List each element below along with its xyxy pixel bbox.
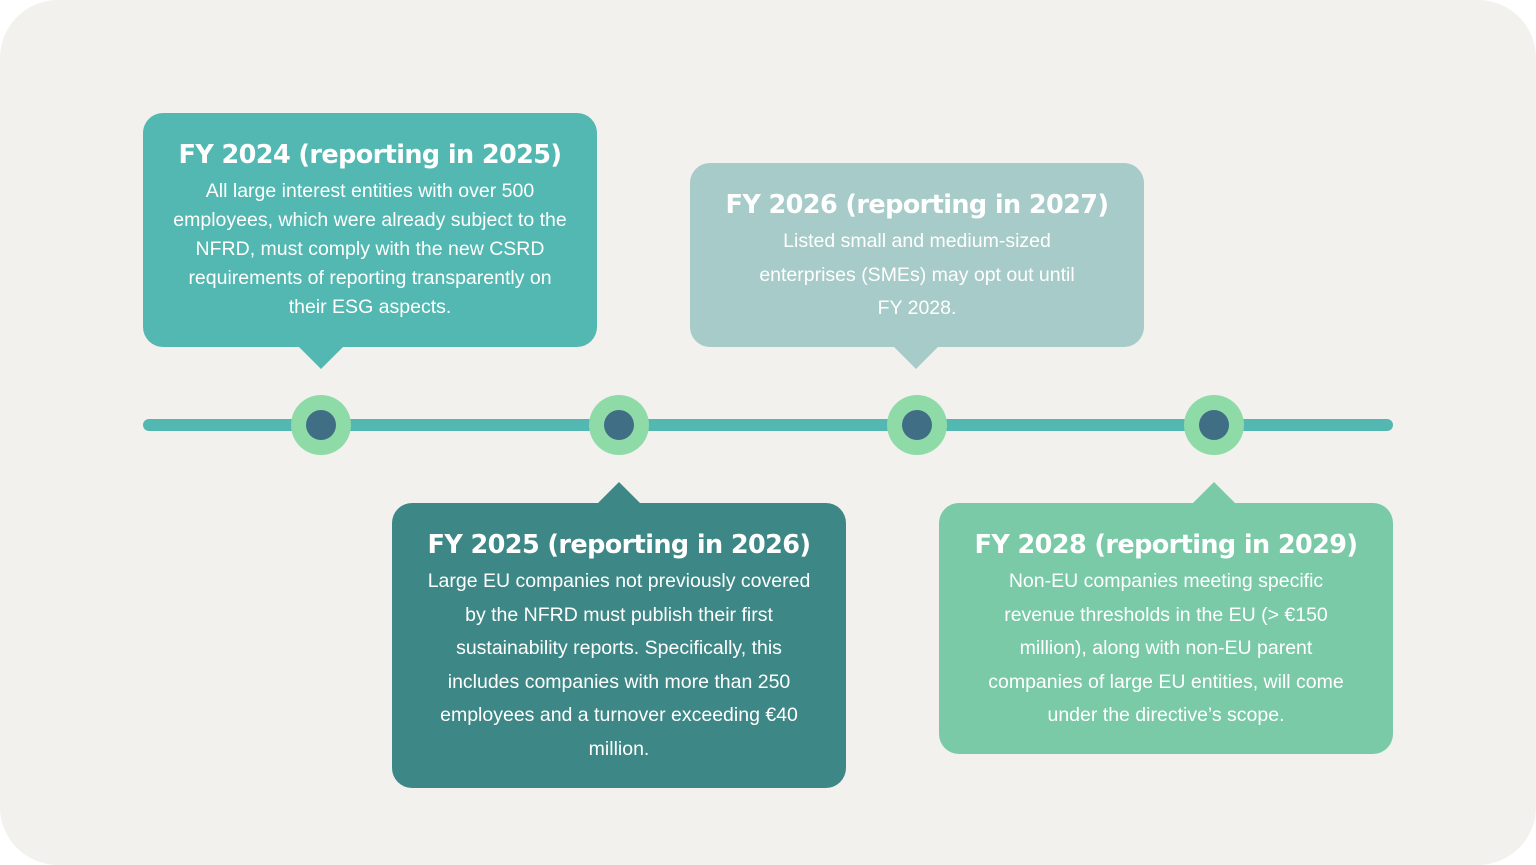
milestone-title: FY 2024 (reporting in 2025)	[178, 140, 563, 170]
callout-pointer-fy2025	[597, 482, 641, 504]
milestone-description: Listed small and medium-sized enterprise…	[759, 230, 1075, 319]
milestone-description: Large EU companies not previously covere…	[427, 570, 811, 760]
timeline-line	[143, 419, 1393, 431]
timeline-node-center	[1199, 410, 1229, 440]
milestone-description: All large interest entities with over 50…	[173, 180, 567, 318]
milestone-title: FY 2028 (reporting in 2029)	[974, 530, 1359, 560]
milestone-card-fy2028: FY 2028 (reporting in 2029) Non-EU compa…	[939, 503, 1393, 754]
milestone-title: FY 2026 (reporting in 2027)	[725, 190, 1110, 220]
callout-pointer-fy2026	[894, 347, 938, 369]
timeline-node-center	[902, 410, 932, 440]
callout-pointer-fy2024	[299, 347, 343, 369]
timeline-node-fy2025	[589, 395, 649, 455]
milestone-description: Non-EU companies meeting specific revenu…	[988, 570, 1344, 726]
timeline-node-fy2024	[291, 395, 351, 455]
timeline-node-center	[306, 410, 336, 440]
milestone-card-fy2025: FY 2025 (reporting in 2026) Large EU com…	[392, 503, 846, 788]
timeline-node-center	[604, 410, 634, 440]
timeline-node-fy2028	[1184, 395, 1244, 455]
milestone-card-fy2026: FY 2026 (reporting in 2027) Listed small…	[690, 163, 1144, 347]
milestone-card-fy2024: FY 2024 (reporting in 2025) All large in…	[143, 113, 597, 347]
timeline-node-fy2026	[887, 395, 947, 455]
milestone-title: FY 2025 (reporting in 2026)	[427, 530, 812, 560]
callout-pointer-fy2028	[1192, 482, 1236, 504]
